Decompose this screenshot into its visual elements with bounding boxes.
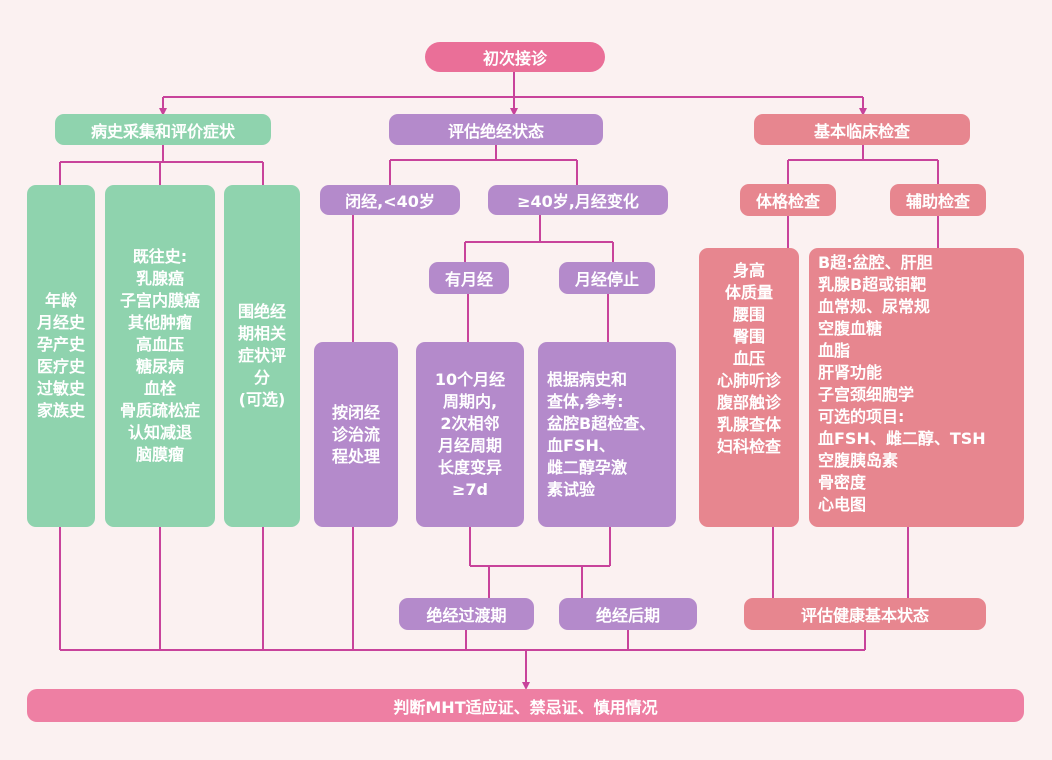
- initial-visit-label: 初次接诊: [482, 49, 547, 68]
- item: B超:盆腔、肝胆: [818, 253, 933, 272]
- over-40-node: ≥40岁,月经变化: [488, 185, 668, 215]
- item: 腰围: [732, 305, 765, 324]
- item: 血栓: [143, 379, 176, 398]
- item: 围绝经: [237, 302, 286, 321]
- item: 家族史: [36, 401, 85, 420]
- item: 身高: [732, 261, 765, 280]
- item: 月经周期: [437, 435, 502, 455]
- item: 骨密度: [818, 473, 867, 492]
- history-header-label: 病史采集和评价症状: [90, 121, 235, 141]
- amenorrhea-action: 按闭经 诊治流 程处理: [314, 342, 398, 527]
- transition-node: 绝经过渡期: [399, 598, 534, 630]
- item: 盆腔B超检查、: [547, 413, 656, 433]
- auxiliary-exam-label: 辅助检查: [905, 192, 970, 211]
- item: 雌二醇孕激: [547, 457, 628, 477]
- over-40-label: ≥40岁,月经变化: [517, 192, 639, 211]
- history-header: 病史采集和评价症状: [55, 114, 271, 145]
- item: 体质量: [724, 283, 773, 302]
- item: 肝肾功能: [818, 363, 883, 382]
- mht-decision-node: 判断MHT适应证、禁忌证、慎用情况: [27, 689, 1024, 722]
- item: 症状评: [237, 346, 286, 365]
- postmenopause-label: 绝经后期: [595, 606, 660, 625]
- item: 2次相邻: [440, 413, 500, 433]
- item: 子宫内膜癌: [119, 291, 200, 310]
- health-assessment-node: 评估健康基本状态: [744, 598, 986, 630]
- item: 血FSH、: [547, 435, 615, 455]
- item: 按闭经: [331, 402, 380, 422]
- physical-exam-items: 身高 体质量 腰围 臀围 血压 心肺听诊 腹部触诊 乳腺查体 妇科检查: [699, 248, 799, 527]
- item: 糖尿病: [135, 357, 184, 376]
- clinical-header: 基本临床检查: [754, 114, 970, 145]
- postmenopause-node: 绝经后期: [559, 598, 697, 630]
- item: 月经史: [36, 313, 85, 332]
- menopause-header-label: 评估绝经状态: [447, 121, 544, 141]
- item: 脑膜瘤: [135, 445, 184, 464]
- item: 血常规、尿常规: [818, 297, 931, 316]
- item: 分: [253, 368, 270, 387]
- item: 周期内,: [442, 391, 498, 411]
- item: 其他肿瘤: [127, 313, 192, 332]
- item: 素试验: [547, 479, 596, 499]
- item: 可选的项目:: [818, 407, 905, 426]
- item: 查体,参考:: [547, 391, 624, 411]
- physical-exam-label: 体格检查: [755, 192, 820, 211]
- item: 乳腺查体: [716, 415, 781, 434]
- item: 骨质疏松症: [119, 401, 200, 420]
- auxiliary-exam-items: B超:盆腔、肝胆 乳腺B超或钼靶 血常规、尿常规 空腹血糖 血脂 肝肾功能 子宫…: [809, 248, 1024, 527]
- physical-exam-node: 体格检查: [740, 184, 836, 216]
- item: 高血压: [135, 335, 184, 354]
- item: 10个月经: [434, 369, 506, 389]
- history-symptom-score: 围绝经 期相关 症状评 分 (可选): [224, 185, 300, 527]
- item: 乳腺B超或钼靶: [818, 275, 927, 294]
- history-past-medical: 既往史: 乳腺癌 子宫内膜癌 其他肿瘤 高血压 糖尿病 血栓 骨质疏松症 认知减…: [105, 185, 215, 527]
- menopause-header: 评估绝经状态: [389, 114, 603, 145]
- item: 血脂: [818, 341, 851, 360]
- has-menses-node: 有月经: [429, 262, 509, 294]
- menses-stopped-label: 月经停止: [574, 270, 639, 289]
- item: 臀围: [732, 327, 765, 346]
- item: 诊治流: [331, 424, 380, 444]
- has-menses-label: 有月经: [444, 270, 493, 289]
- item: 长度变异: [437, 457, 502, 477]
- item: 空腹血糖: [818, 319, 883, 338]
- item: 心电图: [818, 495, 867, 514]
- item: 乳腺癌: [135, 269, 184, 288]
- item: 子宫颈细胞学: [818, 385, 915, 404]
- item: 心肺听诊: [716, 371, 781, 390]
- mht-decision-label: 判断MHT适应证、禁忌证、慎用情况: [393, 697, 658, 717]
- item: 孕产史: [36, 335, 85, 354]
- under-40-label: 闭经,<40岁: [345, 192, 435, 211]
- item: 过敏史: [36, 379, 85, 398]
- item: 妇科检查: [716, 437, 781, 456]
- item: 程处理: [331, 446, 380, 466]
- has-menses-criteria: 10个月经 周期内, 2次相邻 月经周期 长度变异 ≥7d: [416, 342, 524, 527]
- item: 空腹胰岛素: [818, 451, 899, 470]
- health-assessment-label: 评估健康基本状态: [800, 606, 929, 625]
- item: 血FSH、雌二醇、TSH: [818, 429, 986, 448]
- item: 期相关: [237, 324, 286, 343]
- item: 血压: [732, 349, 765, 368]
- item: 根据病史和: [547, 369, 628, 389]
- auxiliary-exam-node: 辅助检查: [890, 184, 986, 216]
- item: 医疗史: [36, 357, 85, 376]
- history-basic-info: 年龄 月经史 孕产史 医疗史 过敏史 家族史: [27, 185, 95, 527]
- clinical-header-label: 基本临床检查: [813, 121, 910, 141]
- item: 认知减退: [127, 423, 192, 442]
- menses-stopped-criteria: 根据病史和 查体,参考: 盆腔B超检查、 血FSH、 雌二醇孕激 素试验: [538, 342, 676, 527]
- under-40-node: 闭经,<40岁: [320, 185, 460, 215]
- item: 既往史:: [132, 247, 188, 266]
- menses-stopped-node: 月经停止: [559, 262, 655, 294]
- item: (可选): [238, 390, 286, 409]
- item: ≥7d: [452, 479, 488, 499]
- item: 年龄: [44, 291, 77, 310]
- initial-visit-node: 初次接诊: [425, 42, 605, 72]
- item: 腹部触诊: [716, 393, 781, 412]
- transition-label: 绝经过渡期: [426, 606, 507, 625]
